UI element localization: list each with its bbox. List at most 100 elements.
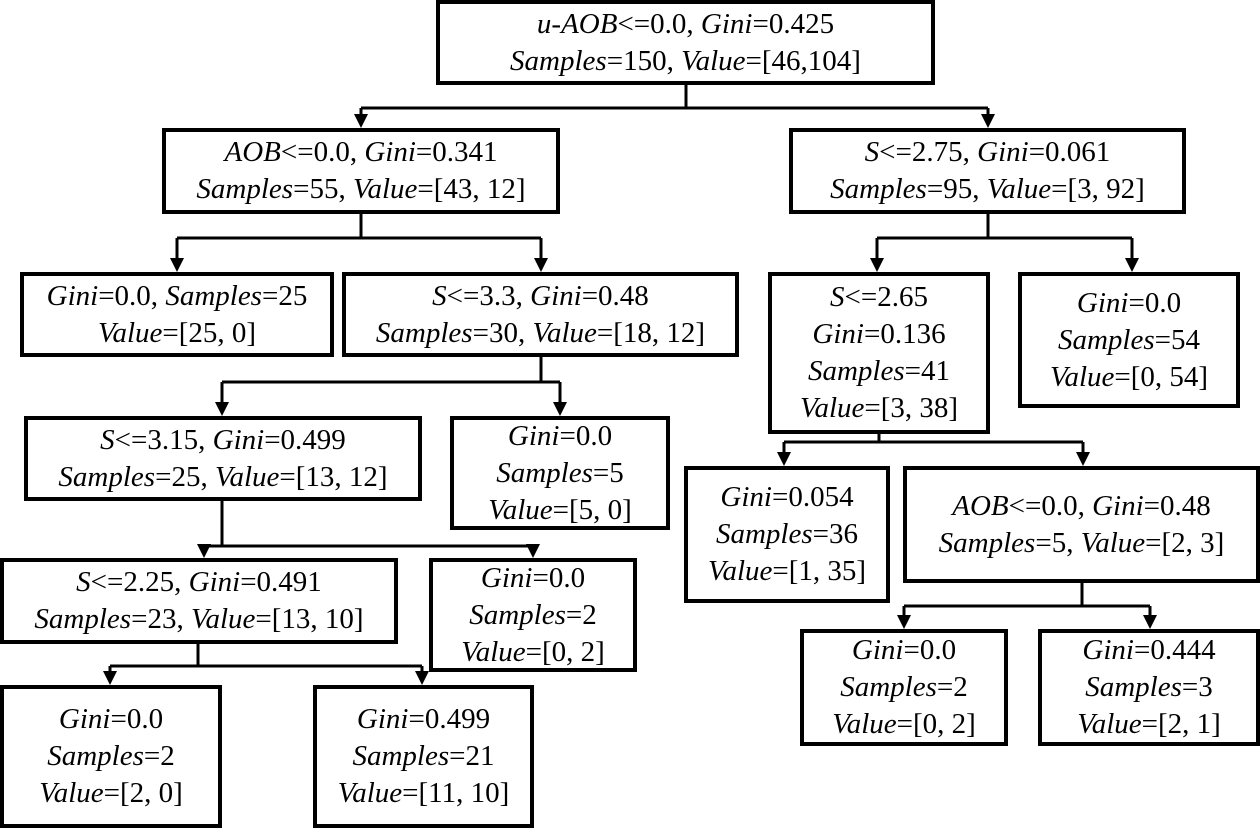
node-line: Gini=0.499 [357,701,490,738]
arrowhead [197,544,211,558]
node-label-italic: Gini [480,561,533,594]
node-label-text: =21 [449,740,495,772]
node-line: Value=[2, 0] [39,775,183,812]
node-label-italic: Samples [34,603,132,635]
node-label-italic: Samples [807,355,905,387]
node-label-text: =[43, 12] [417,173,526,205]
node-label-italic: Value [97,316,163,349]
node-label-italic: Samples [1085,671,1182,703]
arrowhead [981,114,995,128]
node-label-text: <=3.15, [114,423,213,456]
node-label-text: =54 [1154,323,1201,356]
node-label-italic: Value [799,392,865,424]
arrowhead [215,402,229,416]
node-label-italic: Value [337,777,403,809]
node-label-italic: Gini [188,566,241,598]
node-line: Gini=0.136 [812,316,945,353]
node-label-italic: Value [707,555,773,587]
node-label-text: =2 [936,671,968,703]
node-line: Samples=3 [1085,669,1213,706]
node-label-italic: Gini [46,279,99,312]
node-label-italic: Gini [1092,489,1144,522]
node-label-text: =0.0 [110,703,164,735]
node-label-italic: Samples [196,173,294,205]
node-label-italic: Gini [58,703,111,735]
node-label-text: =0.0 [903,634,957,666]
node-label-italic: u-AOB [536,7,618,40]
node-line: Samples=21 [352,738,494,775]
node-line: Value=[0, 54] [1050,359,1208,396]
node-label-text: =0.491 [240,566,322,598]
node-label-italic: Gini [700,7,753,40]
node-label-text: <=3.3, [446,279,531,312]
node-label-text: <=0.0, [1008,489,1093,522]
node-line: Samples=5, Value=[2, 3] [939,525,1225,562]
node-label-text: =25, [155,460,215,493]
node-line: Samples=2 [840,669,968,706]
node-label-text: =0.0, [98,279,166,312]
node-label-text: =[13, 10] [255,603,364,635]
node-line: Value=[25, 0] [98,315,256,352]
node-label-text: =0.136 [863,318,946,350]
node-label-text: =[18, 12] [596,316,706,349]
node-label-text: =0.425 [752,7,835,40]
node-label-italic: Samples [715,518,813,550]
arrowhead [870,258,884,272]
node-label-text: =[13, 12] [279,460,388,493]
node-line: S<=2.75, Gini=0.061 [865,134,1111,171]
node-label-italic: Value [1080,526,1146,559]
node-line: Samples=55, Value=[43, 12] [196,171,525,208]
node-label-italic: Value [488,493,553,526]
node-line: AOB<=0.0, Gini=0.341 [224,134,497,171]
node-label-text: =0.499 [408,703,491,735]
node-line: Value=[2, 1] [1077,706,1221,743]
node-label-text: =5, [1035,526,1081,559]
node-label-italic: Gini [530,279,582,312]
node-label-italic: Gini [1082,634,1134,666]
node-line: S<=2.65 [830,279,928,316]
node-label-text: =0.0 [532,561,586,594]
node-label-text: =[2, 1] [1141,708,1221,740]
node-label-italic: Samples [58,460,156,493]
node-label-italic: Value [832,708,897,740]
node-line: Value=[3, 38] [800,390,958,427]
node-label-italic: Gini [977,136,1029,168]
node-line: S<=2.25, Gini=0.491 [76,564,322,601]
node-label-text: =[1, 35] [772,555,867,587]
node-label-italic: Value [190,603,256,635]
node-label-italic: Gini [356,703,409,735]
node-label-text: =0.499 [264,423,346,456]
arrowhead [1143,615,1157,629]
node-label-italic: S [100,423,115,456]
node-label-italic: Samples [47,740,144,772]
node-line: Samples=36 [716,516,858,553]
node-line: Samples=25, Value=[13, 12] [58,459,387,496]
node-label-text: <=2.75, [879,136,978,168]
node-label-italic: Gini [1076,286,1129,319]
node-label-text: =[0, 2] [896,708,976,740]
node-line: u-AOB<=0.0, Gini=0.425 [537,6,834,43]
node-label-text: =[5, 0] [552,493,632,526]
node-line: Gini=0.444 [1082,632,1215,669]
node-line: S<=3.15, Gini=0.499 [100,422,346,459]
node-label-text: <=0.0, [280,136,365,168]
node-label-text: =0.0 [559,419,613,452]
node-line: Samples=23, Value=[13, 10] [34,601,363,638]
node-line: Gini=0.0 [1077,285,1181,322]
arrowhead [1076,452,1090,466]
node-label-italic: Value [986,173,1052,205]
node-label-italic: S [864,136,880,168]
node-line: Value=[11, 10] [338,775,510,812]
node-label-italic: Value [352,173,418,205]
node-label-italic: Samples [469,598,566,631]
